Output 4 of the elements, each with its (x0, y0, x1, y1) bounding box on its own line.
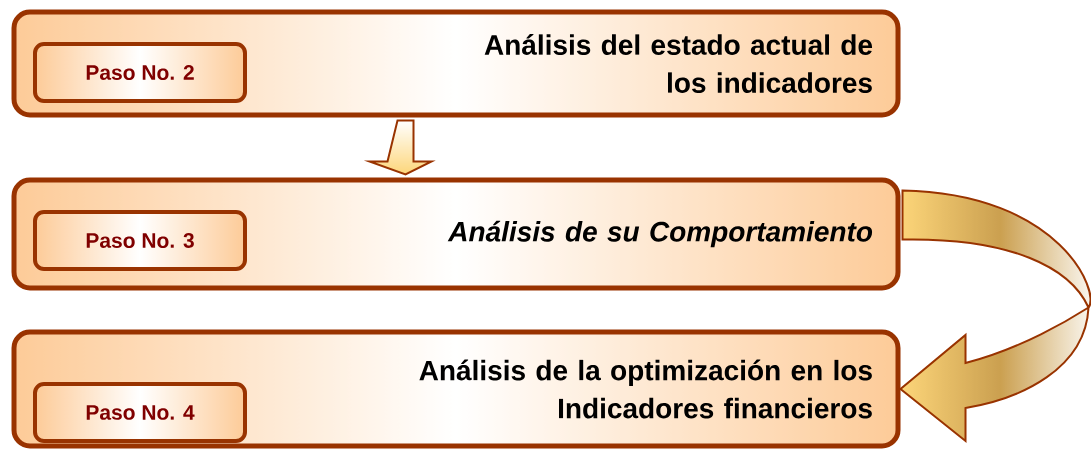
step-label-box: Paso No. 3 (33, 210, 247, 271)
step-label-box: Paso No. 4 (33, 382, 247, 443)
step-label-box: Paso No. 2 (33, 42, 247, 103)
curved-arrow (899, 189, 1091, 442)
